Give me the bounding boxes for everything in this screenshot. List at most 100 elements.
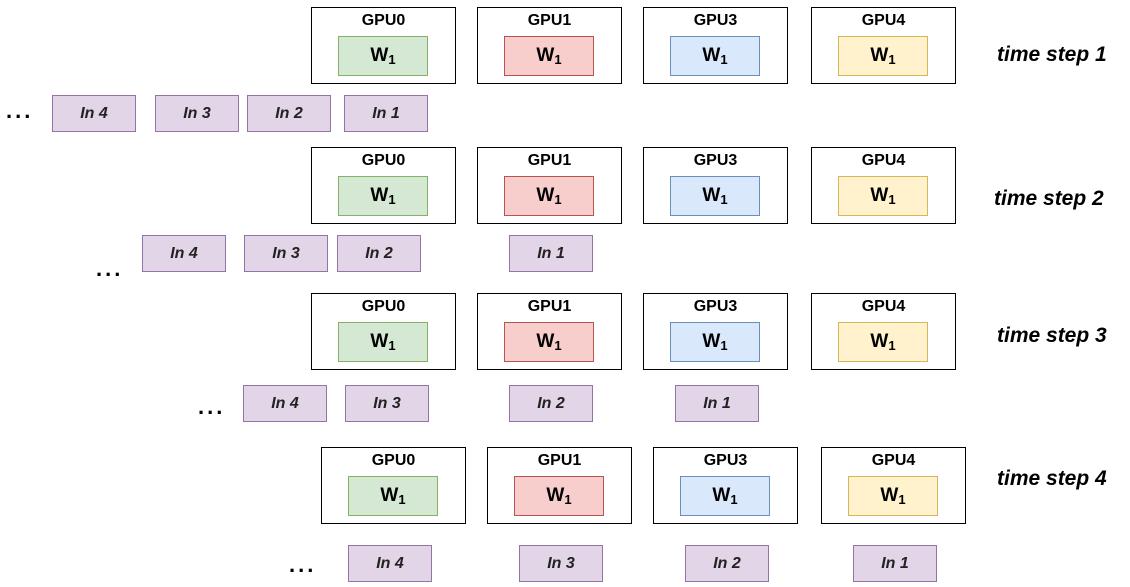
weight-subscript: 1 bbox=[888, 51, 896, 67]
gpu-label: GPU0 bbox=[361, 12, 406, 29]
weight-label: W bbox=[880, 485, 899, 506]
input-block: In 4 bbox=[243, 385, 327, 422]
input-block: In 2 bbox=[685, 545, 769, 582]
weight-label: W bbox=[546, 485, 565, 506]
gpu-label: GPU3 bbox=[703, 452, 748, 469]
weight-label: W bbox=[370, 331, 389, 352]
weight-label: W bbox=[702, 185, 721, 206]
gpu-label: GPU1 bbox=[527, 12, 572, 29]
input-block: In 1 bbox=[509, 235, 593, 272]
weight-label: W bbox=[536, 185, 555, 206]
gpu-label: GPU4 bbox=[871, 452, 916, 469]
weight-subscript: 1 bbox=[888, 191, 896, 207]
weight-label: W bbox=[702, 45, 721, 66]
time-step-label: time step 4 bbox=[997, 467, 1107, 490]
weight-label: W bbox=[536, 45, 555, 66]
gpu-label: GPU0 bbox=[361, 298, 406, 315]
input-block: In 1 bbox=[853, 545, 937, 582]
weight-label: W bbox=[536, 331, 555, 352]
weight-subscript: 1 bbox=[554, 51, 562, 67]
weight-subscript: 1 bbox=[730, 491, 738, 507]
input-block: In 4 bbox=[52, 95, 136, 132]
ellipsis: ... bbox=[96, 256, 124, 281]
weight-label: W bbox=[702, 331, 721, 352]
weight-label: W bbox=[370, 45, 389, 66]
weight-subscript: 1 bbox=[388, 337, 396, 353]
input-block: In 4 bbox=[142, 235, 226, 272]
weight-subscript: 1 bbox=[554, 337, 562, 353]
weight-subscript: 1 bbox=[388, 191, 396, 207]
weight-label: W bbox=[712, 485, 731, 506]
gpu-label: GPU4 bbox=[861, 298, 906, 315]
weight-label: W bbox=[870, 45, 889, 66]
weight-label: W bbox=[380, 485, 399, 506]
input-block: In 1 bbox=[675, 385, 759, 422]
input-block: In 4 bbox=[348, 545, 432, 582]
time-step-label: time step 2 bbox=[994, 187, 1104, 210]
input-block: In 2 bbox=[247, 95, 331, 132]
weight-subscript: 1 bbox=[888, 337, 896, 353]
weight-subscript: 1 bbox=[720, 51, 728, 67]
gpu-label: GPU3 bbox=[693, 152, 738, 169]
input-block: In 2 bbox=[509, 385, 593, 422]
gpu-label: GPU1 bbox=[527, 298, 572, 315]
weight-label: W bbox=[870, 185, 889, 206]
gpu-label: GPU4 bbox=[861, 12, 906, 29]
input-block: In 3 bbox=[244, 235, 328, 272]
gpu-label: GPU4 bbox=[861, 152, 906, 169]
weight-label: W bbox=[370, 185, 389, 206]
weight-label: W bbox=[870, 331, 889, 352]
weight-subscript: 1 bbox=[720, 337, 728, 353]
gpu-label: GPU3 bbox=[693, 12, 738, 29]
weight-subscript: 1 bbox=[554, 191, 562, 207]
gpu-label: GPU3 bbox=[693, 298, 738, 315]
input-block: In 3 bbox=[519, 545, 603, 582]
weight-subscript: 1 bbox=[398, 491, 406, 507]
gpu-label: GPU1 bbox=[537, 452, 582, 469]
ellipsis: ... bbox=[198, 394, 226, 419]
gpu-label: GPU1 bbox=[527, 152, 572, 169]
input-block: In 3 bbox=[345, 385, 429, 422]
weight-subscript: 1 bbox=[564, 491, 572, 507]
input-block: In 2 bbox=[337, 235, 421, 272]
time-step-label: time step 3 bbox=[997, 324, 1107, 347]
input-block: In 1 bbox=[344, 95, 428, 132]
ellipsis: ... bbox=[289, 552, 317, 577]
time-step-label: time step 1 bbox=[997, 43, 1107, 66]
weight-subscript: 1 bbox=[720, 191, 728, 207]
gpu-label: GPU0 bbox=[371, 452, 416, 469]
weight-subscript: 1 bbox=[898, 491, 906, 507]
input-block: In 3 bbox=[155, 95, 239, 132]
